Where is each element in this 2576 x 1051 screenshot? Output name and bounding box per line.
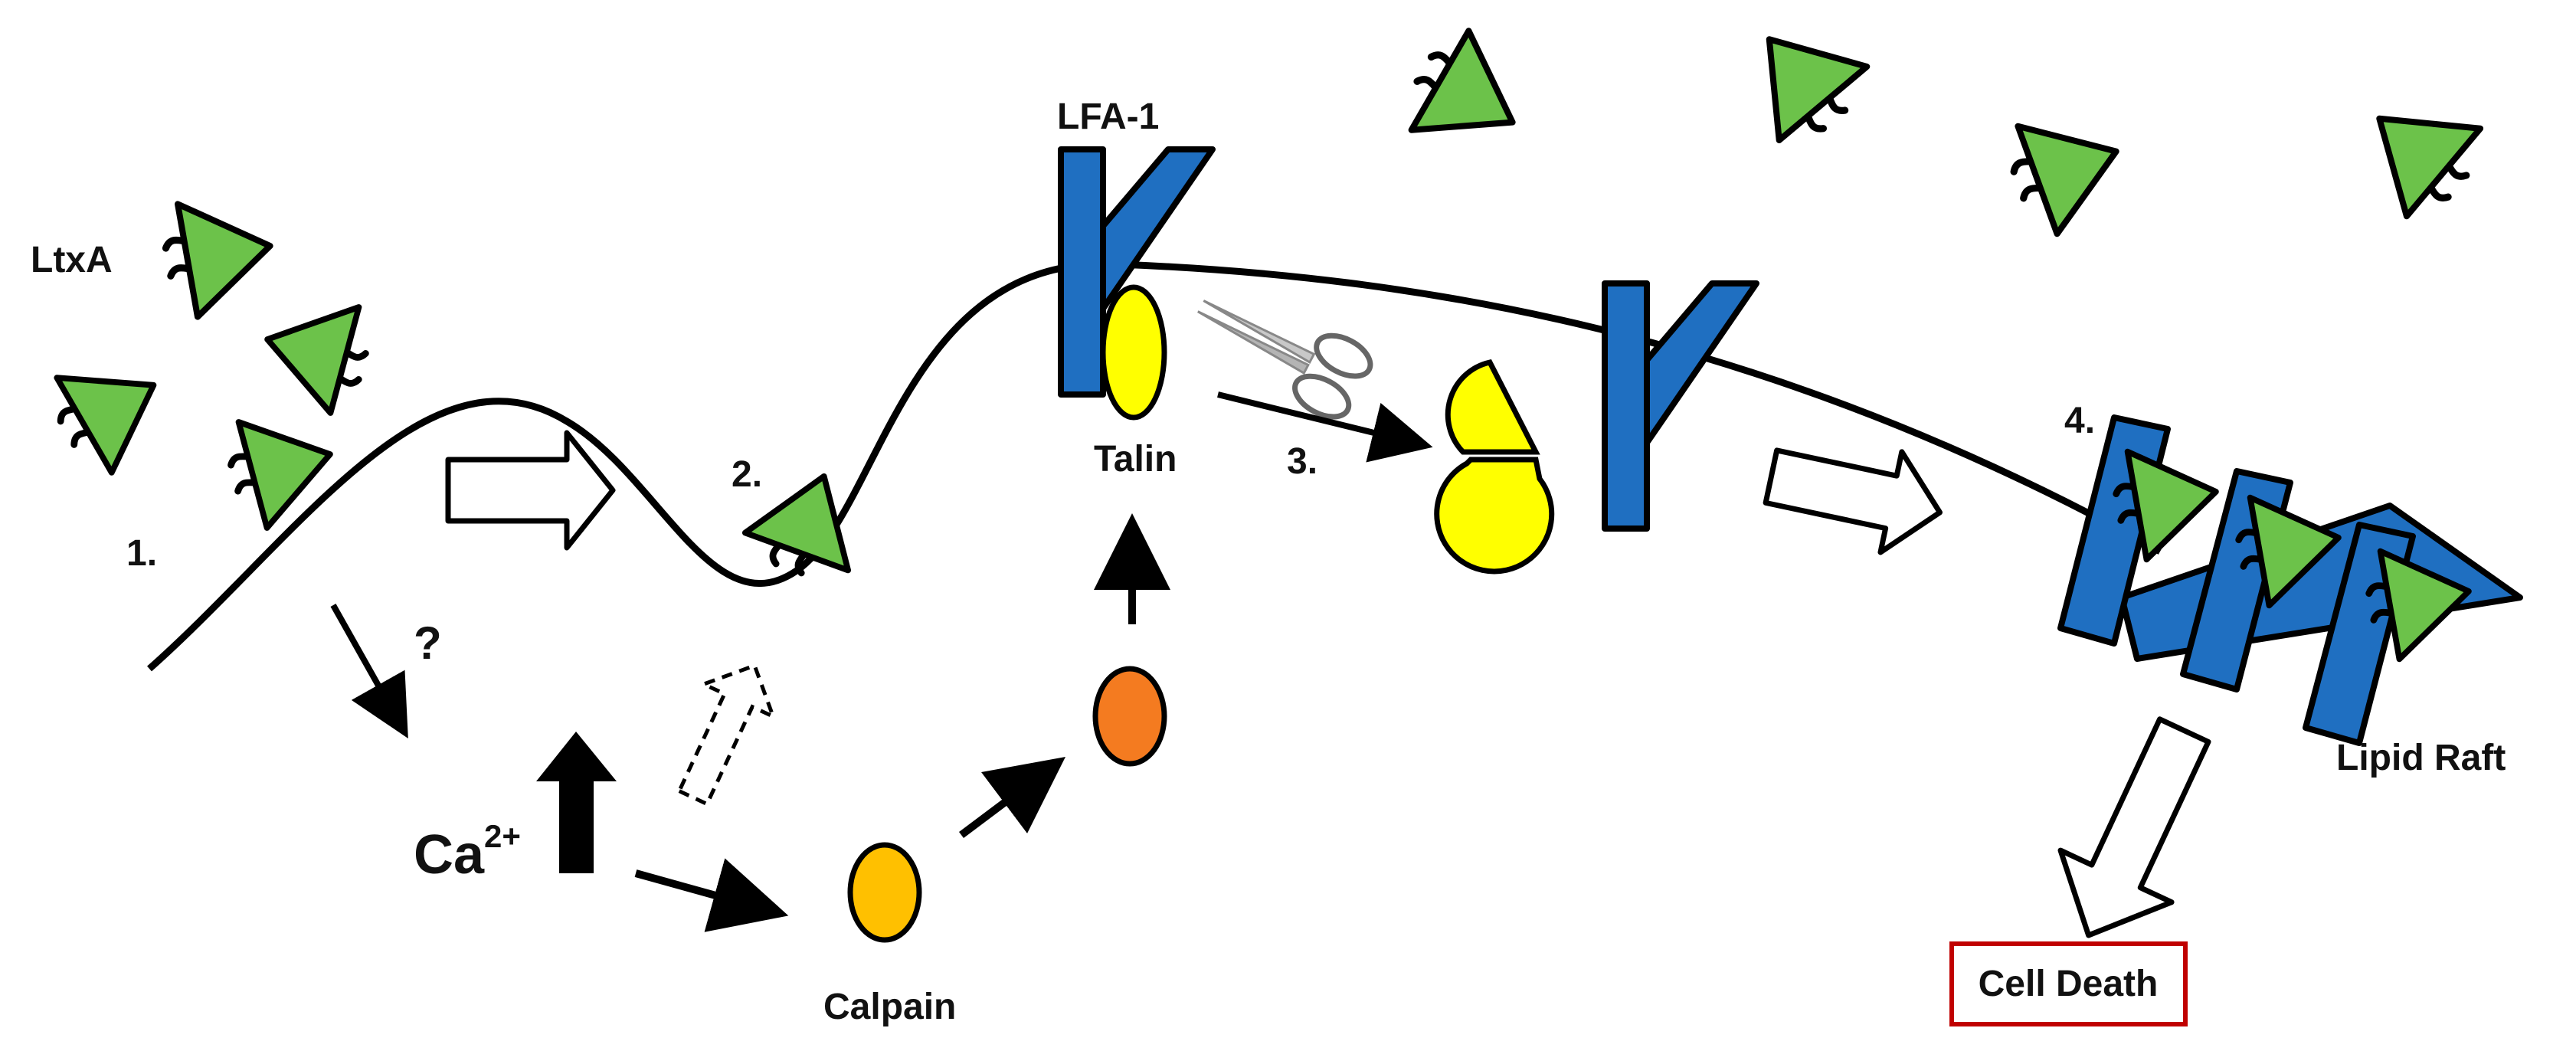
- pathway-arrow: [959, 757, 1065, 838]
- ltxa-toxin: [2000, 97, 2136, 241]
- process-arrow: [445, 430, 616, 551]
- talin-label: Talin: [1094, 439, 1177, 480]
- pathway-arrow: [330, 604, 408, 738]
- step-4-label: 4.: [2064, 401, 2095, 441]
- ltxa-toxin: [2342, 75, 2495, 229]
- active-calpain-protein: [1092, 666, 1167, 767]
- ltxa-toxin: [1726, 2, 1880, 155]
- ltxa-label: LtxA: [31, 240, 113, 280]
- ltxa-toxin: [159, 189, 280, 320]
- calcium-label: Ca2+: [414, 818, 521, 886]
- ltxa-toxin: [254, 286, 377, 417]
- scissors-icon: [1197, 300, 1373, 420]
- calpain-label: Calpain: [823, 987, 956, 1027]
- step-1-label: 1.: [126, 533, 157, 574]
- talin-fragment-bottom: [1434, 457, 1555, 575]
- ltxa-toxin: [221, 401, 344, 532]
- lfa1-label: LFA-1: [1057, 97, 1159, 137]
- cell-death-arrow: [2057, 716, 2211, 938]
- talin-fragment-top: [1445, 359, 1540, 455]
- lipid-raft-cluster: [2057, 414, 2523, 746]
- process-arrow: [1763, 447, 1943, 555]
- ltxa-toxin: [41, 338, 181, 482]
- cell-death-label: Cell Death: [1979, 964, 2159, 1004]
- talin-protein: [1100, 284, 1167, 421]
- calpain-protein: [847, 842, 922, 943]
- cell-membrane: [147, 260, 2162, 672]
- dashed-process-arrow: [676, 663, 777, 807]
- cell-death-box: [1949, 941, 2188, 1026]
- calcium-increase-arrow: [536, 732, 617, 873]
- lfa1-receptor: [1605, 283, 1756, 529]
- step-2-label: 2.: [732, 454, 762, 495]
- lipid-raft-label: Lipid Raft: [2336, 738, 2506, 778]
- unknown-mechanism-label: ?: [414, 617, 442, 669]
- step-3-label: 3.: [1287, 441, 1317, 482]
- pathway-arrow: [1217, 391, 1433, 463]
- ltxa-toxin: [1395, 21, 1541, 172]
- pathway-arrow: [634, 858, 789, 932]
